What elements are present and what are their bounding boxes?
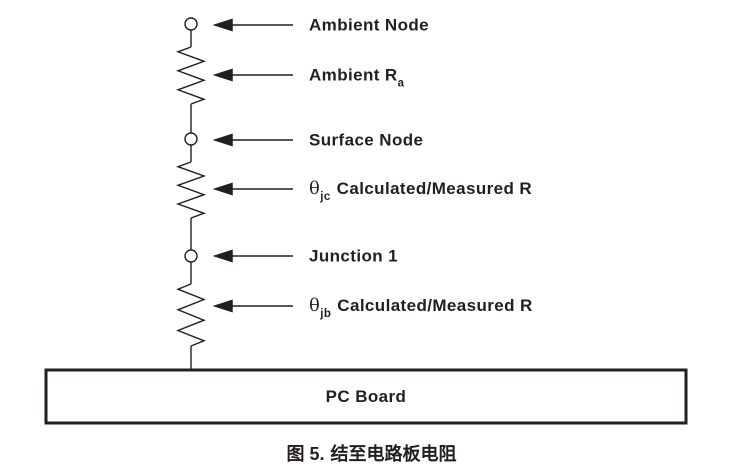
arrow-ambient-ra <box>212 68 293 82</box>
figure-number: 图 5. <box>286 444 325 464</box>
ambient-node-text: Ambient Node <box>309 15 430 35</box>
pc-board-label: PC Board <box>46 370 686 423</box>
ambient-ra-text: Ambient R <box>309 65 398 85</box>
pc-board-rect <box>44 368 688 425</box>
theta-jb-symbol: θ <box>309 295 321 316</box>
ambient-node-circle <box>184 17 198 31</box>
theta-jc-symbol: θ <box>309 178 321 199</box>
figure-title: 结至电路板电阻 <box>330 444 457 464</box>
arrow-ambient-node <box>212 18 293 32</box>
surface-node-circle <box>184 132 198 146</box>
arrow-theta-jc <box>212 182 293 196</box>
resistor-theta-jb <box>176 283 206 347</box>
junction1-node-circle <box>184 249 198 263</box>
junction1-text: Junction 1 <box>309 246 399 266</box>
label-surface-node: Surface Node <box>309 132 423 149</box>
arrow-theta-jb <box>212 299 293 313</box>
theta-jb-subscript: jb <box>320 308 332 321</box>
theta-jc-subscript: jc <box>320 191 331 204</box>
label-ambient-node: Ambient Node <box>309 17 429 34</box>
label-theta-jc: θjc Calculated/Measured R <box>309 178 533 204</box>
arrow-junction1 <box>212 249 293 263</box>
pc-board-text: PC Board <box>325 386 407 406</box>
resistor-ambient-ra <box>175 46 207 105</box>
theta-jc-text: Calculated/Measured R <box>336 179 533 198</box>
arrow-surface-node <box>212 133 293 147</box>
figure-caption: 图 5.结至电路板电阻 <box>0 440 743 466</box>
label-junction1: Junction 1 <box>309 248 398 265</box>
theta-jb-text: Calculated/Measured R <box>337 296 533 315</box>
surface-node-text: Surface Node <box>309 130 424 150</box>
label-ambient-ra: Ambient Ra <box>309 65 404 90</box>
label-theta-jb: θjb Calculated/Measured R <box>309 295 533 321</box>
ambient-ra-subscript: a <box>397 77 405 90</box>
resistor-theta-jc <box>175 161 207 219</box>
